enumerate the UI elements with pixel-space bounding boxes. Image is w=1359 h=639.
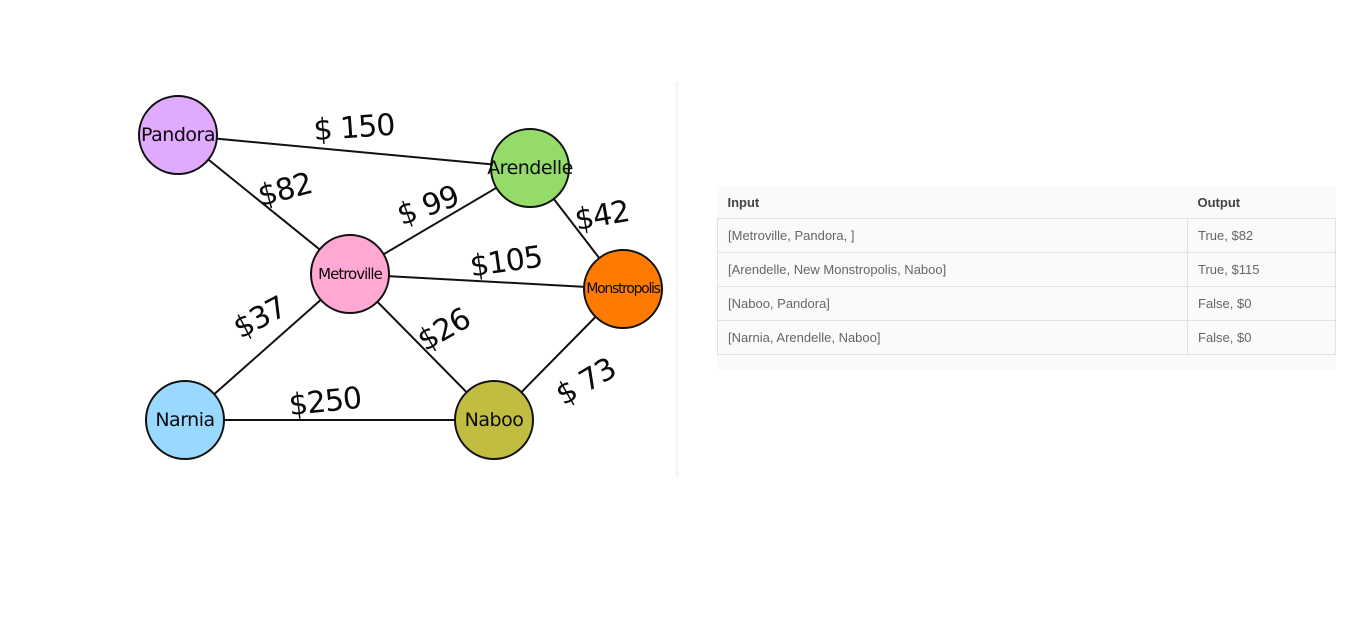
node-label: Pandora [141,124,215,146]
node-label: Monstropolis [586,281,660,297]
city-graph: $ 150 $82 $ 99 $42 $105 $37 $26 $250 $ 73 Pandor… [138,95,663,460]
edge-cost-label: $37 [228,290,292,346]
output-cell: True, $115 [1187,252,1336,287]
node-naboo: Naboo [454,380,534,460]
node-label: Arendelle [487,157,573,179]
graph-image: $ 150 $82 $ 99 $42 $105 $37 $26 $250 $ 73 Pandor… [110,82,679,477]
edge-cost-label: $26 [412,301,476,358]
node-circle [138,95,218,175]
table-row: [Narnia, Arendelle, Naboo] False, $0 [717,320,1336,355]
edge-cost-label: $ 150 [312,108,395,149]
node-metroville: Metroville [310,234,390,314]
edge-pandora-arendelle [177,134,531,169]
input-cell: [Narnia, Arendelle, Naboo] [717,320,1188,355]
edge-cost-label: $ 99 [393,179,464,233]
node-circle [583,249,663,329]
input-cell: [Naboo, Pandora] [717,286,1188,321]
node-arendelle: Arendelle [487,128,573,208]
edge-cost-label: $82 [254,166,315,214]
input-column-header: Input [717,186,1188,219]
edge-cost-label: $42 [572,194,632,238]
node-circle [310,234,390,314]
table-row: [Arendelle, New Monstropolis, Naboo] Tru… [717,252,1336,287]
node-narnia: Narnia [145,380,225,460]
node-circle [490,128,570,208]
node-pandora: Pandora [138,95,218,175]
table-row: [Metroville, Pandora, ] True, $82 [717,218,1336,253]
edge-cost-label: $250 [287,381,363,423]
node-circle [454,380,534,460]
edge-cost-label: $105 [468,240,545,285]
input-output-panel: Input Output [Metroville, Pandora, ] Tru… [717,186,1336,370]
output-column-header: Output [1187,186,1336,219]
node-monstropolis: Monstropolis [583,249,663,329]
node-label: Naboo [465,409,524,431]
edge-metroville-monstropolis [349,273,624,290]
input-cell: [Metroville, Pandora, ] [717,218,1188,253]
output-cell: False, $0 [1187,286,1336,321]
table-row: [Naboo, Pandora] False, $0 [717,286,1336,321]
table-header-row: Input Output [717,186,1336,219]
input-cell: [Arendelle, New Monstropolis, Naboo] [717,252,1188,287]
node-label: Metroville [318,265,382,283]
edge-cost-label: $ 73 [550,351,622,413]
output-cell: True, $82 [1187,218,1336,253]
input-output-table: Input Output [Metroville, Pandora, ] Tru… [717,186,1336,355]
node-circle [145,380,225,460]
output-cell: False, $0 [1187,320,1336,355]
node-label: Narnia [155,409,214,431]
